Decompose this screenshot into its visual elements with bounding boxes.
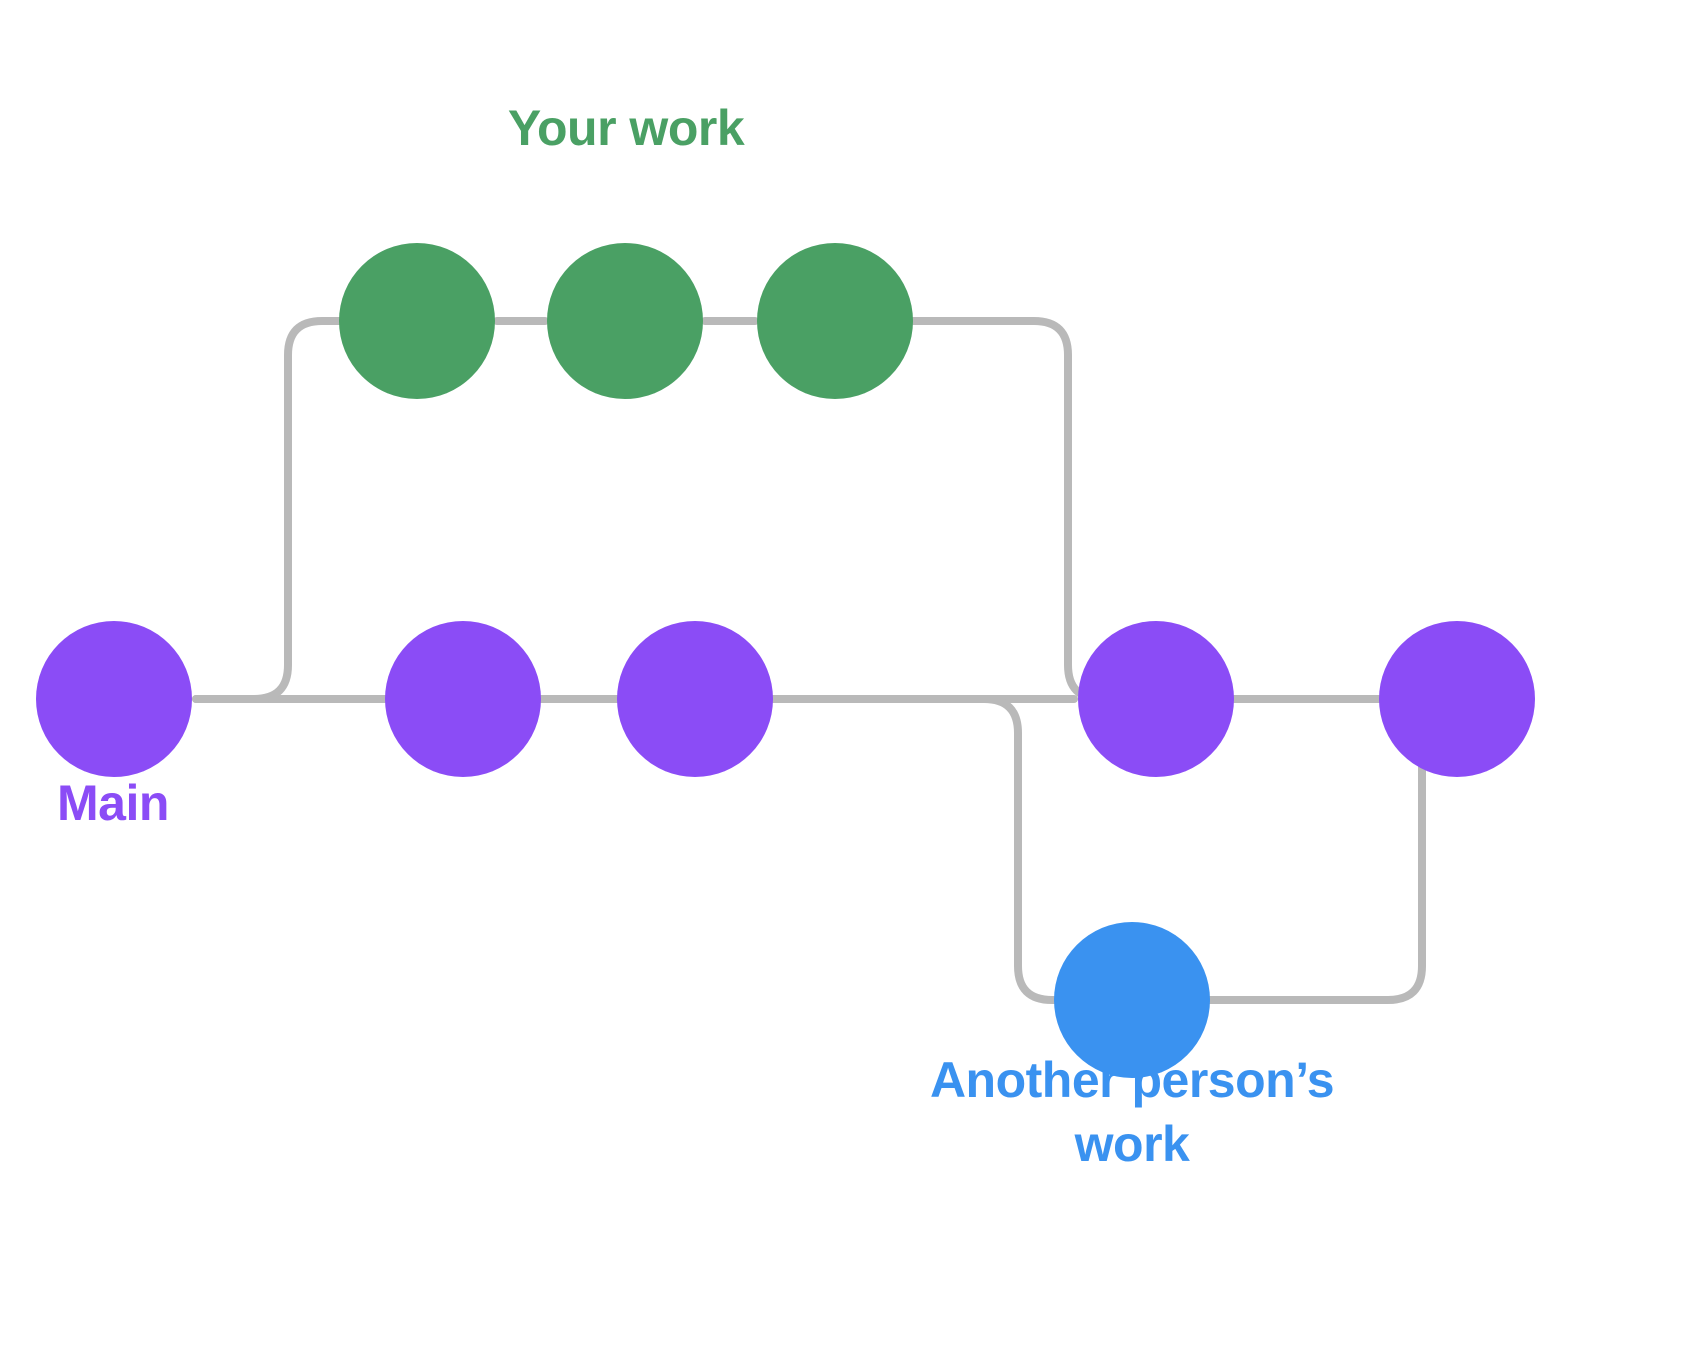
commit-node-a1[interactable] xyxy=(1054,922,1210,1078)
branch-label-main: Main xyxy=(57,775,169,831)
commit-node-m2[interactable] xyxy=(385,621,541,777)
connector-branch-out-your-work xyxy=(192,317,349,703)
commit-node-m5[interactable] xyxy=(1379,621,1535,777)
commit-nodes-layer xyxy=(36,243,1535,1078)
commit-node-m1[interactable] xyxy=(36,621,192,777)
commit-node-y2[interactable] xyxy=(547,243,703,399)
branch-label-your-work: Your work xyxy=(507,100,745,156)
branch-label-another-person: Another person’s work xyxy=(929,1052,1335,1172)
commit-node-y1[interactable] xyxy=(339,243,495,399)
connector-merge-your-work xyxy=(909,317,1114,703)
commit-node-m3[interactable] xyxy=(617,621,773,777)
commit-node-m4[interactable] xyxy=(1078,621,1234,777)
connector-branch-out-another-person xyxy=(769,695,1066,1004)
commit-node-y3[interactable] xyxy=(757,243,913,399)
connectors-layer xyxy=(192,317,1464,1004)
